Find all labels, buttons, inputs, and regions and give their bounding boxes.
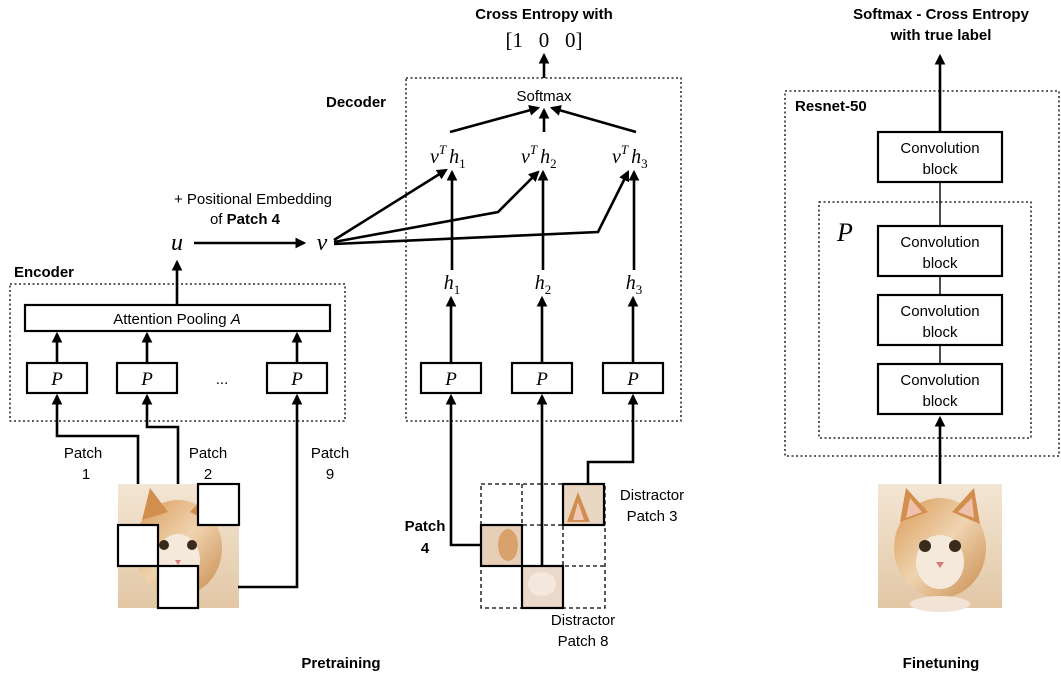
u-symbol: u <box>171 230 183 256</box>
distractor8-label-line1: Distractor <box>551 612 615 629</box>
arrow-patch1 <box>51 393 140 484</box>
finetune-title-line2: with true label <box>890 27 992 44</box>
arrow-patch4 <box>445 393 481 547</box>
conv-block-4 <box>876 362 1004 416</box>
conv-block-1-line2: block <box>922 161 958 178</box>
arrow-patch9 <box>238 393 303 589</box>
patch9-label-line1: Patch <box>311 445 349 462</box>
v-symbol: v <box>317 230 328 256</box>
conv-block-4-line2: block <box>922 393 958 410</box>
encoder-p-label-9: P <box>290 369 303 390</box>
finetune-title-line1: Softmax - Cross Entropy <box>853 6 1030 23</box>
positional-embedding-line2: of Patch 4 <box>210 211 281 228</box>
patch9-label-line2: 9 <box>326 466 334 483</box>
decoder-input-grid <box>479 482 606 610</box>
cross-entropy-label: Cross Entropy with <box>475 6 613 23</box>
conv-block-3-line2: block <box>922 324 958 341</box>
h2-label: h2 <box>535 272 552 297</box>
attention-pooling-label: Attention Pooling A <box>113 311 241 328</box>
conv-block-3 <box>876 293 1004 347</box>
resnet-dashed-box <box>784 90 1060 457</box>
arrow-v-vTh3 <box>333 170 630 246</box>
decoder-p-label-1: P <box>444 369 457 390</box>
decoder-p-label-2: P <box>535 369 548 390</box>
decoder-p-label-3: P <box>626 369 639 390</box>
decoder-label: Decoder <box>326 94 386 111</box>
distractor3-label-line2: Patch 3 <box>627 508 678 525</box>
arrow-vTh1-softmax <box>449 105 541 134</box>
finetuning-section: Softmax - Cross Entropy with true label … <box>784 6 1060 672</box>
patch2-label-line2: 2 <box>204 466 212 483</box>
softmax-label: Softmax <box>516 88 572 105</box>
finetune-input-image <box>878 484 1002 612</box>
arrow-vTh3-softmax <box>549 105 637 134</box>
patch4-label-line2: 4 <box>421 540 430 557</box>
ellipsis: ... <box>216 371 229 388</box>
encoder-input-image <box>116 482 241 610</box>
conv-block-2 <box>876 224 1004 278</box>
conv-block-2-line1: Convolution <box>900 234 979 251</box>
conv-block-3-line1: Convolution <box>900 303 979 320</box>
patch1-label-line1: Patch <box>64 445 102 462</box>
finetuning-caption: Finetuning <box>903 655 980 672</box>
arrow-distractor3 <box>586 393 639 484</box>
encoder-section: Encoder Attention Pooling A P P ... P <box>9 259 346 422</box>
finetune-p-label: P <box>836 218 853 247</box>
patch4-label-line1: Patch <box>405 518 446 535</box>
conv-block-4-line1: Convolution <box>900 372 979 389</box>
h1-label: h1 <box>444 272 461 297</box>
patch1-label-line2: 1 <box>82 466 90 483</box>
encoder-p-block-2 <box>115 361 179 395</box>
arrow-patch2 <box>141 393 180 484</box>
pretraining-caption: Pretraining <box>301 655 380 672</box>
h3-label: h3 <box>626 272 643 297</box>
decoder-dashed-box <box>405 77 682 422</box>
conv-block-1-line1: Convolution <box>900 140 979 157</box>
encoder-p-label-1: P <box>50 369 63 390</box>
encoder-p-label-2: P <box>140 369 153 390</box>
p-dashed-box <box>818 201 1032 439</box>
arrow-v-vTh2 <box>333 170 540 244</box>
patch2-label-line1: Patch <box>189 445 227 462</box>
distractor8-label-line2: Patch 8 <box>558 633 609 650</box>
distractor3-label-line1: Distractor <box>620 487 684 504</box>
positional-embedding-line1: + Positional Embedding <box>174 191 332 208</box>
target-vector: [1 0 0] <box>506 28 583 52</box>
resnet-label: Resnet-50 <box>795 98 867 115</box>
conv-block-2-line2: block <box>922 255 958 272</box>
arrow-v-vTh1 <box>333 168 448 242</box>
encoder-label: Encoder <box>14 264 74 281</box>
